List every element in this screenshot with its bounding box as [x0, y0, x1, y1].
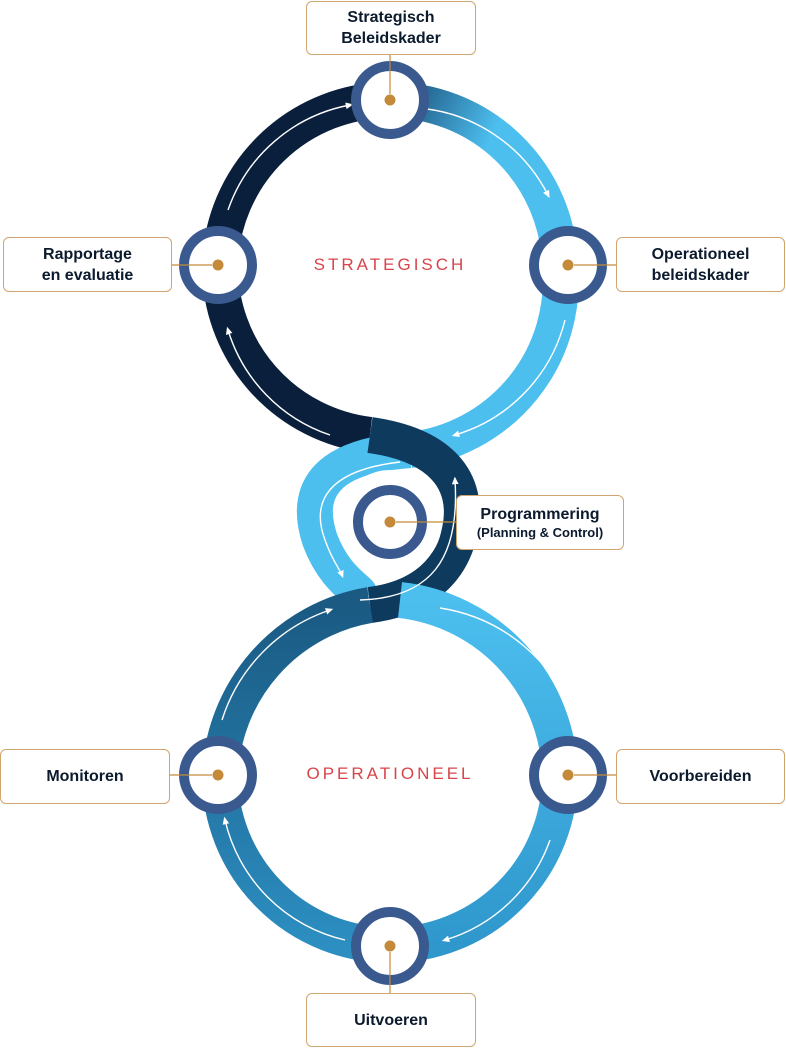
box-line2: (Planning & Control) [476, 525, 604, 540]
box-programmering: Programmering (Planning & Control) [456, 495, 624, 550]
box-line1: Strategisch [347, 9, 435, 26]
box-line1: Programmering [480, 506, 600, 523]
loop-label-operationeel: OPERATIONEEL [306, 764, 474, 783]
node-programmering [338, 470, 456, 574]
box-line1: Monitoren [46, 768, 124, 785]
box-line2: beleidskader [651, 266, 750, 284]
loop-label-strategisch: STRATEGISCH [313, 255, 467, 274]
box-rapportage-evaluatie: Rapportage en evaluatie [3, 237, 172, 292]
box-line2: en evaluatie [41, 266, 134, 284]
box-line1: Voorbereiden [649, 768, 752, 785]
flow-arrows [221, 102, 577, 943]
box-strategisch-beleidskader: Strategisch Beleidskader [306, 1, 476, 55]
middle-crossing-light [297, 432, 412, 606]
box-line1: Rapportage [43, 245, 132, 263]
box-line2: Beleidskader [341, 30, 441, 47]
node-voorbereiden [529, 736, 616, 814]
node-uitvoeren [351, 907, 429, 993]
box-monitoren: Monitoren [0, 749, 170, 804]
node-operationeel-beleidskader [529, 226, 616, 304]
node-monitoren [170, 736, 257, 814]
box-voorbereiden: Voorbereiden [616, 749, 785, 804]
box-line1: Operationeel [651, 245, 750, 263]
box-uitvoeren: Uitvoeren [306, 993, 476, 1047]
node-rapportage-evaluatie [172, 226, 257, 304]
box-line1: Uitvoeren [354, 1011, 428, 1029]
box-operationeel-beleidskader: Operationeel beleidskader [616, 237, 785, 292]
node-strategisch-beleidskader [351, 55, 429, 139]
